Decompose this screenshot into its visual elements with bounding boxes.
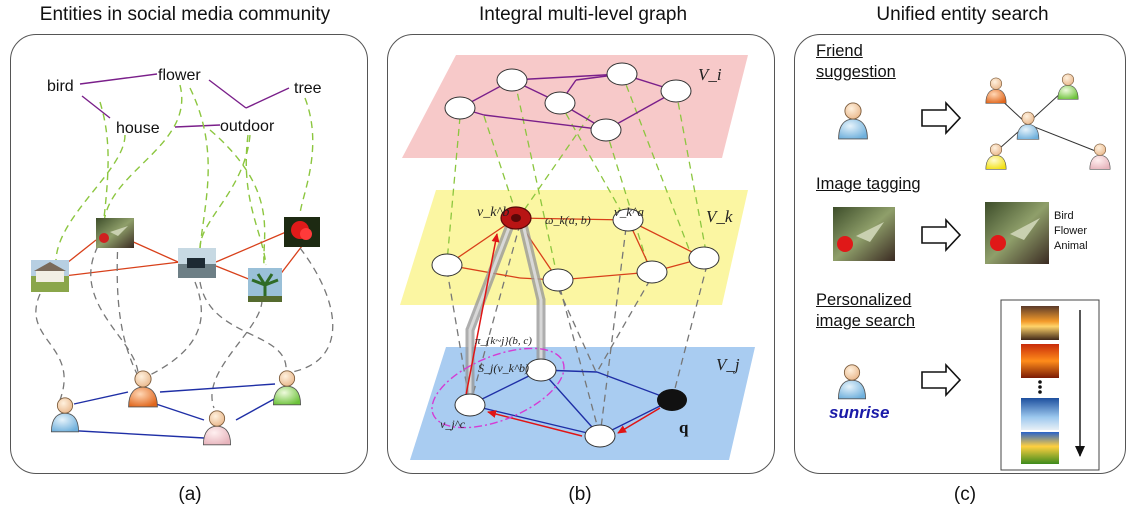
middle-layer-nodes: [431, 208, 720, 292]
panel-a-label: (a): [178, 484, 202, 505]
search-arrows: [465, 233, 661, 437]
user-avatar-green: [272, 370, 302, 406]
layer-bottom-label: V_j: [716, 355, 740, 374]
friend-query-user: [838, 102, 868, 140]
result-2: [1021, 344, 1059, 378]
user-avatar-orange: [128, 370, 158, 408]
friend-suggestion-label-1: Friend: [816, 42, 863, 60]
label-sj: S_j(v_k^b): [478, 361, 529, 375]
user-avatar-pink: [202, 410, 232, 446]
friend-yellow: [985, 143, 1007, 170]
tag-input-photo: [833, 207, 895, 261]
personalized-search-label-1: Personalized: [816, 291, 912, 309]
tag-outdoor: outdoor: [220, 118, 275, 135]
label-q: q: [679, 418, 689, 437]
photo-house: [31, 260, 69, 292]
query-text: sunrise: [829, 403, 890, 422]
friend-suggestion-label-2: suggestion: [816, 63, 896, 81]
search-arrow: [921, 362, 962, 398]
tag-list: Bird Flower Animal: [1054, 209, 1088, 254]
label-vkb: v_k^b: [477, 205, 509, 220]
tag-animal-output: Animal: [1054, 240, 1088, 252]
node-query: [657, 389, 687, 411]
tag-flower: flower: [158, 67, 201, 84]
photo-palm: [248, 268, 282, 302]
tag-flower-output: Flower: [1054, 225, 1088, 237]
search-query-user: [837, 364, 867, 400]
tag-house: house: [116, 120, 160, 137]
tag-image-links: [55, 84, 314, 266]
result-4: [1021, 432, 1059, 464]
image-user-links: [35, 235, 334, 409]
user-edges: [61, 383, 277, 439]
neighborhood-ellipse: [431, 347, 565, 429]
node-vkb-core: [511, 214, 521, 222]
friend-orange: [985, 77, 1007, 104]
panel-a-title: Entities in social media community: [39, 4, 331, 25]
top-middle-links: [446, 73, 708, 281]
path-band-inner: [468, 218, 543, 407]
panel-c-title: Unified entity search: [876, 4, 1049, 25]
result-dot-1: [1038, 380, 1042, 384]
panel-b-graph: V_i V_k V_j v_k^b v_k^a ω_k(a, b) π_{k~j…: [400, 55, 755, 460]
panel-b-label: (b): [568, 484, 592, 505]
layer-middle-label: V_k: [706, 207, 733, 226]
photo-flower: [284, 217, 320, 247]
panel-c-label: (c): [953, 484, 977, 505]
result-1: [1021, 306, 1059, 340]
tagging-arrow: [921, 217, 962, 253]
photo-outdoor: [178, 248, 216, 278]
friend-network-edges: [996, 91, 1099, 153]
image-tagging-label: Image tagging: [816, 175, 921, 193]
result-3: [1021, 398, 1059, 430]
tag-bird: bird: [47, 78, 74, 95]
panel-a-graph: bird flower tree house outdoor: [31, 67, 334, 446]
friend-arrow: [921, 100, 962, 136]
layer-top-label: V_i: [698, 65, 722, 84]
tag-output-photo: [985, 202, 1049, 264]
tag-tree: tree: [294, 80, 322, 97]
label-pi: π_{k~j}(b, c): [475, 335, 532, 347]
layer-bottom: [410, 347, 755, 460]
user-avatar-blue: [50, 397, 80, 433]
panel-b-title: Integral multi-level graph: [478, 4, 688, 25]
top-layer-nodes: [444, 62, 692, 142]
label-omega: ω_k(a, b): [545, 213, 591, 227]
friend-green: [1057, 73, 1079, 100]
photo-bird: [96, 218, 134, 248]
layer-top: [402, 55, 748, 158]
tag-edges: [79, 73, 290, 128]
result-dot-3: [1038, 390, 1042, 394]
tag-bird-output: Bird: [1054, 210, 1074, 222]
result-dot-2: [1038, 385, 1042, 389]
label-vjc: v_j^c: [440, 417, 466, 431]
friend-pink: [1089, 143, 1111, 170]
personalized-search-label-2: image search: [816, 312, 916, 330]
label-vka: v_k^a: [614, 204, 645, 219]
panel-c-graph: [833, 73, 1111, 471]
bottom-layer-nodes: [454, 358, 616, 448]
